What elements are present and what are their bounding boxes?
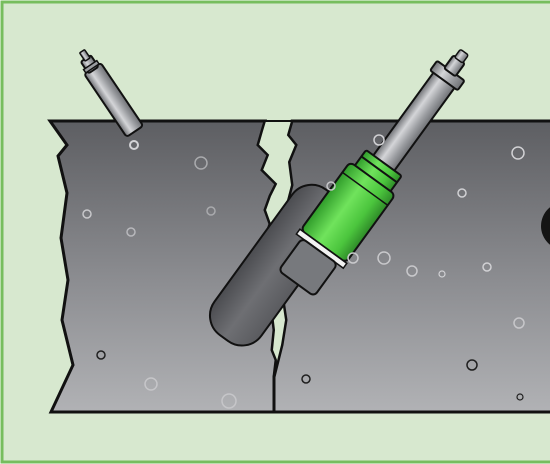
diagram-frame [0,0,550,464]
crack-injection-diagram [0,0,550,464]
